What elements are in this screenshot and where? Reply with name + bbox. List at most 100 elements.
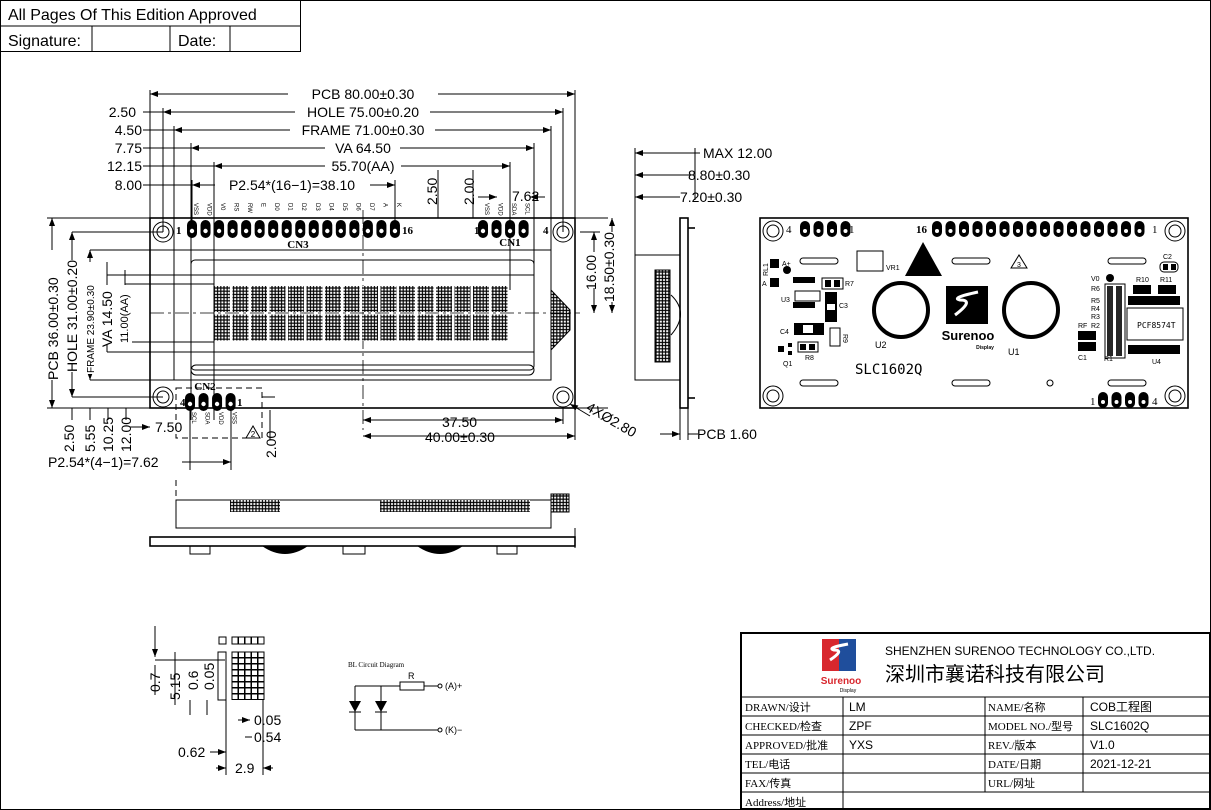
detail-005b: 0.05 bbox=[254, 712, 281, 728]
lcd-char-cell bbox=[269, 286, 286, 312]
pin-hole bbox=[1056, 229, 1061, 233]
pixel-detail: 0.7 5.15 0.6 0.05 0.05 0.54 0.62 2.9 bbox=[147, 626, 281, 776]
logo-text: Surenoo bbox=[821, 676, 862, 687]
company-name-cn: 深圳市襄诺科技有限公司 bbox=[885, 663, 1105, 686]
lcd-char-cell bbox=[232, 286, 249, 312]
offset-aa: 12.15 bbox=[107, 158, 142, 174]
approval-box: All Pages Of This Edition Approved Signa… bbox=[0, 0, 301, 52]
detail-29: 2.9 bbox=[235, 760, 255, 776]
detail-054: 0.54 bbox=[254, 729, 281, 745]
pin-hole bbox=[352, 228, 357, 234]
detail-pixel bbox=[244, 681, 252, 688]
back-view: 4 1 16 1 1 4 3 Surenoo Display bbox=[759, 217, 1189, 409]
lcd-char-cell bbox=[269, 314, 286, 341]
detail-pixel bbox=[251, 681, 258, 688]
detail-pixel bbox=[251, 657, 258, 664]
title-row-label: APPROVED/批准 bbox=[745, 738, 828, 752]
u3-ic bbox=[794, 290, 821, 302]
title-row-value: SLC1602Q bbox=[1090, 719, 1149, 733]
lcd-char-cell bbox=[306, 286, 323, 312]
detail-pixel bbox=[244, 687, 252, 694]
cob-edge-hatch bbox=[550, 288, 571, 352]
dim-module-thickness: 8.80±0.30 bbox=[688, 167, 750, 183]
pin-hole bbox=[843, 229, 848, 233]
dim-va-width: VA 64.50 bbox=[335, 140, 391, 156]
cn3-last-pin-label: 16 bbox=[402, 225, 414, 237]
pin-label: SCL bbox=[524, 203, 530, 215]
dim-aa-height: 11.00(AA) bbox=[119, 294, 131, 343]
resistor-array bbox=[1104, 283, 1126, 359]
bl-circuit-diagram: BL Circuit Diagram R (A)+ (K)− bbox=[348, 661, 462, 735]
detail-pixel bbox=[244, 675, 252, 682]
pin-hole bbox=[257, 228, 262, 234]
detail-pixel bbox=[231, 687, 239, 694]
pin-label: VDD bbox=[497, 203, 503, 216]
pin-hole bbox=[1137, 229, 1142, 233]
offset-pin1: 8.00 bbox=[115, 177, 142, 193]
label-r6: R6 bbox=[1091, 286, 1100, 293]
label-u3: U3 bbox=[781, 297, 790, 304]
detail-pixel bbox=[231, 675, 239, 682]
pin-label: RW bbox=[246, 203, 252, 213]
back-j16-right: 1 bbox=[1152, 224, 1158, 236]
dim-frame-thickness: 7.20±0.30 bbox=[680, 189, 742, 205]
lcd-char-cell bbox=[288, 314, 304, 341]
detail-pixel bbox=[251, 693, 258, 700]
detail-pixel bbox=[244, 693, 252, 700]
title-block: Surenoo Display SHENZHEN SURENOO TECHNOL… bbox=[740, 632, 1211, 810]
pin-label: SDA bbox=[510, 203, 516, 215]
pin-hole bbox=[989, 229, 993, 233]
cn1-offset-c: 7.62 bbox=[512, 188, 539, 204]
label-r11: R11 bbox=[1160, 277, 1172, 284]
detail-pixel bbox=[257, 663, 265, 670]
clip-slots bbox=[799, 257, 1147, 387]
pin-hole bbox=[1002, 229, 1007, 233]
cn1-last-pin-label: 4 bbox=[543, 225, 549, 237]
detail-pixel bbox=[257, 651, 265, 658]
bottom-side-view bbox=[149, 480, 576, 555]
lcd-char-cell bbox=[491, 286, 508, 312]
lcd-char-cell bbox=[362, 314, 378, 341]
pin-hole bbox=[187, 401, 193, 407]
pin-hole bbox=[1043, 229, 1047, 233]
pin-hole bbox=[948, 229, 953, 233]
pin-hole bbox=[1070, 229, 1074, 233]
pin-hole bbox=[1029, 229, 1034, 233]
label-q1: Q1 bbox=[783, 361, 792, 368]
detail-pixel bbox=[251, 663, 258, 670]
lcd-char-cell bbox=[473, 314, 489, 341]
back-j4b-right: 4 bbox=[1152, 396, 1158, 408]
back-j4b-left: 1 bbox=[1090, 396, 1096, 408]
dim-max-thickness: MAX 12.00 bbox=[703, 145, 772, 161]
dim-hole-height: HOLE 31.00±0.20 bbox=[64, 260, 80, 372]
cathode-label: (K)− bbox=[445, 725, 462, 735]
title-row-label: MODEL NO./型号 bbox=[988, 719, 1073, 733]
lcd-char-cell bbox=[288, 286, 304, 312]
dim-frame-height: FRAME 23.90±0.30 bbox=[86, 285, 97, 373]
pin-hole bbox=[214, 401, 220, 407]
detail-pixel bbox=[231, 663, 239, 670]
u2-epoxy-blob bbox=[872, 281, 930, 339]
title-row-label: Address/地址 bbox=[745, 795, 806, 809]
title-row-label: NAME/名称 bbox=[988, 700, 1045, 714]
anode-label: (A)+ bbox=[445, 681, 462, 691]
note-triangle-icon bbox=[1010, 254, 1028, 269]
detail-pixel bbox=[257, 681, 265, 688]
pin-label: V0 bbox=[219, 203, 225, 211]
offset-hole: 2.50 bbox=[109, 104, 136, 120]
detail-pixel bbox=[231, 657, 239, 664]
lcd-char-cell bbox=[491, 314, 508, 341]
cn1-offset-a: 2.50 bbox=[424, 178, 440, 205]
label-v0: V0 bbox=[1091, 276, 1100, 283]
pin-hole bbox=[203, 228, 208, 234]
label-a-plus: A+ bbox=[782, 261, 791, 268]
u4-ic bbox=[1126, 307, 1184, 341]
lcd-char-cell bbox=[214, 314, 230, 341]
dim-pcb-width: PCB 80.00±0.30 bbox=[312, 86, 415, 102]
pin-hole bbox=[298, 228, 303, 234]
back-brand-sub: Display bbox=[976, 345, 994, 351]
side-pcb-long bbox=[149, 536, 576, 547]
